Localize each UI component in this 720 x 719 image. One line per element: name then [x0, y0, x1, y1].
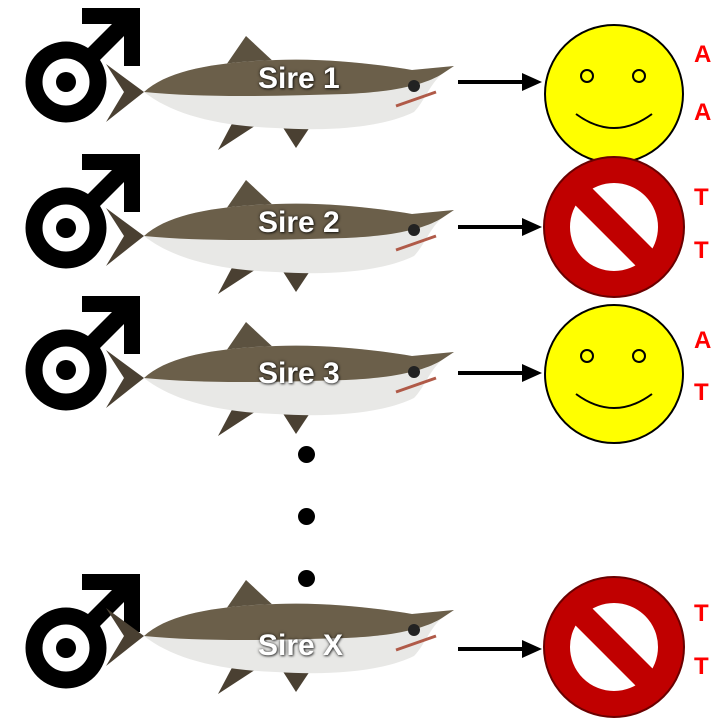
male-symbol-icon	[25, 574, 140, 689]
male-symbol-icon	[25, 8, 140, 123]
allele-2: T	[694, 237, 709, 264]
sire-label: Sire 3	[258, 357, 340, 390]
salmon-fish-icon	[106, 580, 454, 694]
salmon-fish-icon	[106, 322, 454, 436]
smiley-face-icon	[544, 304, 684, 444]
prohibited-sign-icon	[543, 156, 685, 298]
allele-1: A	[694, 327, 712, 354]
male-symbol-icon	[25, 154, 140, 269]
arrow-right-icon	[458, 73, 542, 91]
ellipsis-dot	[298, 508, 315, 525]
sire-label: Sire 2	[258, 206, 340, 239]
allele-2: T	[694, 379, 709, 406]
prohibited-sign-icon	[543, 576, 685, 718]
arrow-right-icon	[458, 218, 542, 236]
smiley-face-icon	[544, 24, 684, 164]
ellipsis-dot	[298, 446, 315, 463]
allele-1: T	[694, 184, 709, 211]
salmon-fish-icon	[106, 36, 454, 150]
allele-1: A	[694, 41, 712, 68]
arrow-right-icon	[458, 640, 542, 658]
salmon-fish-icon	[106, 180, 454, 294]
sire-label: Sire X	[258, 629, 344, 662]
ellipsis-dot	[298, 570, 315, 587]
allele-2: T	[694, 653, 709, 680]
sire-label: Sire 1	[258, 62, 340, 95]
allele-2: A	[694, 99, 712, 126]
male-symbol-icon	[25, 296, 140, 411]
arrow-right-icon	[458, 364, 542, 382]
allele-1: T	[694, 600, 709, 627]
